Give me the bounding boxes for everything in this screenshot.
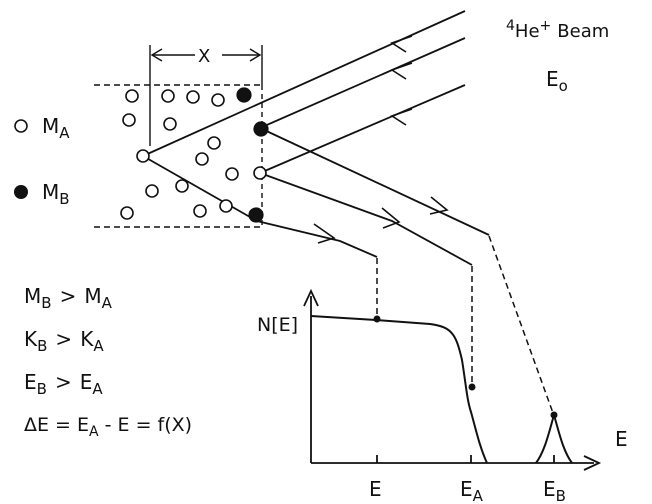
spectrum-points bbox=[373, 315, 558, 419]
relation-mass: MB>MA bbox=[24, 284, 113, 312]
atom-ma bbox=[186, 90, 200, 104]
atom-ma bbox=[161, 89, 175, 103]
beam-energy: Eo bbox=[546, 67, 568, 95]
ma-spectrum-curve bbox=[310, 315, 488, 464]
atom-ma bbox=[175, 179, 189, 193]
spectrum-y-arrowhead bbox=[303, 288, 319, 307]
atoms-mb bbox=[236, 87, 269, 223]
thickness-label: X bbox=[198, 46, 210, 67]
atom-ma bbox=[145, 184, 159, 198]
legend-mb-label: MB bbox=[42, 180, 70, 208]
relation-energy: EB>EA bbox=[24, 370, 103, 398]
exit-beam-surface-a bbox=[142, 155, 378, 258]
legend-ma-symbol bbox=[14, 119, 28, 133]
atom-ma bbox=[193, 204, 207, 218]
tick-label-eb: EB bbox=[543, 477, 566, 504]
incident-arrow-2 bbox=[390, 62, 413, 80]
incident-arrow-3 bbox=[390, 108, 413, 126]
atom-ma bbox=[163, 117, 177, 131]
incident-arrow-1 bbox=[390, 35, 413, 53]
exit-arrow-1 bbox=[313, 223, 336, 244]
spectrum-xlabel: E bbox=[615, 427, 628, 451]
energy-loss-equation: ΔE = EA - E = f(X) bbox=[24, 414, 192, 440]
exit-arrow-3 bbox=[429, 196, 449, 215]
exit-beam-depth-a bbox=[259, 172, 473, 266]
atom-ma bbox=[125, 89, 139, 103]
scatter-atom-mb-surface bbox=[253, 121, 269, 137]
spectrum-curves bbox=[310, 315, 573, 464]
relation-kinematic-factor: KB>KA bbox=[24, 327, 104, 355]
exit-beam-surface-b bbox=[259, 127, 490, 236]
atom-mb bbox=[248, 207, 264, 223]
exit-beams bbox=[142, 127, 490, 266]
incident-beams bbox=[142, 10, 466, 174]
atoms-ma bbox=[120, 89, 267, 220]
tick-label-ea: EA bbox=[460, 477, 484, 504]
tick-label-e: E bbox=[369, 477, 382, 501]
spectrum-x-arrowhead bbox=[583, 455, 602, 471]
atom-ma bbox=[122, 113, 136, 127]
thickness-arrowhead-right bbox=[249, 48, 262, 62]
incident-arrows bbox=[390, 35, 413, 126]
beam-word: Beam bbox=[557, 21, 609, 42]
projection-lines bbox=[376, 235, 554, 414]
relations: MB>MA KB>KA EB>EA ΔE = EA - E = f(X) bbox=[24, 284, 192, 440]
atom-ma bbox=[195, 152, 209, 166]
incident-beam-1 bbox=[142, 10, 466, 157]
spectrum-axes bbox=[303, 288, 602, 471]
atom-ma bbox=[207, 136, 221, 150]
projection-eb bbox=[488, 235, 554, 414]
atom-ma bbox=[225, 167, 239, 181]
incident-beam-3 bbox=[259, 84, 466, 174]
scatter-atom-ma-depth bbox=[253, 166, 267, 180]
exit-arrow-2 bbox=[381, 207, 401, 229]
atom-mb bbox=[236, 87, 252, 103]
incident-beam-2 bbox=[259, 37, 466, 129]
atom-ma bbox=[120, 206, 134, 220]
point-e bbox=[373, 315, 381, 323]
sample-slab bbox=[94, 45, 263, 228]
beam-mass-number: 4 bbox=[506, 18, 515, 34]
legend-ma-label: MA bbox=[42, 114, 70, 142]
beam-element: He bbox=[515, 21, 540, 42]
thickness-arrowhead-left bbox=[150, 48, 163, 62]
atom-ma bbox=[219, 199, 233, 213]
exit-arrows bbox=[313, 196, 449, 244]
scatter-atom-ma-surface bbox=[136, 149, 150, 163]
legend-mb-symbol bbox=[14, 185, 28, 199]
atom-ma bbox=[211, 93, 225, 107]
beam-charge: + bbox=[540, 18, 552, 34]
spectrum-ylabel: N[E] bbox=[257, 314, 298, 336]
beam-label: 4He+ Beam bbox=[506, 18, 609, 42]
point-ea bbox=[468, 383, 476, 391]
point-eb bbox=[550, 411, 558, 419]
